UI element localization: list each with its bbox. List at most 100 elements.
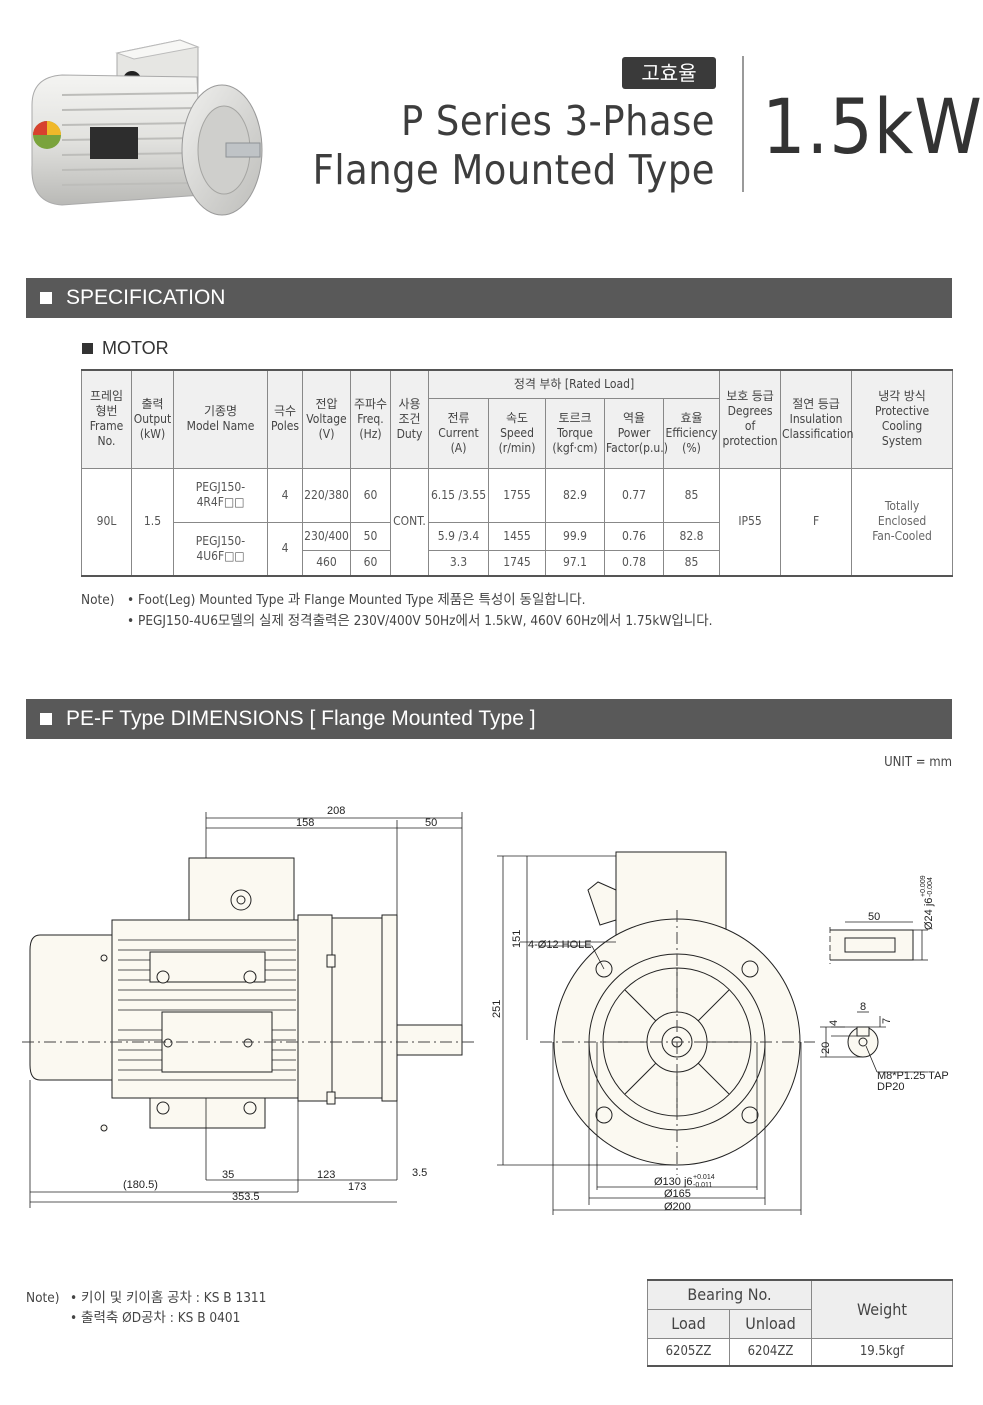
specification-section-bar: SPECIFICATION (26, 278, 952, 318)
dim-3-5: 3.5 (412, 1167, 427, 1179)
cell-torque: 82.9 (545, 467, 605, 523)
note-item: • Foot(Leg) Mounted Type 과 Flange Mounte… (127, 592, 586, 608)
cell-insulation: F (780, 467, 853, 577)
title-series: P Series 3-Phase (400, 97, 715, 145)
cell-model-4u6: PEGJ150-4U6F□□ (173, 521, 268, 577)
cell-freq: 60 (350, 549, 391, 577)
cell-speed: 1745 (488, 549, 546, 577)
cell-freq: 50 (350, 521, 391, 551)
cell-voltage: 220/380 (302, 467, 351, 523)
dim-158: 158 (296, 817, 314, 829)
power-rating: 1.5kW (762, 82, 983, 171)
dim-50: 50 (425, 817, 437, 829)
cell-current: 5.9 /3.4 (428, 521, 489, 551)
th-unload: Unload (728, 1308, 813, 1339)
cell-poles: 4 (267, 521, 303, 577)
tolerance-notes: Note) • 키이 및 키이홈 공차 : KS B 1311 • 출력축 ØD공… (26, 1288, 266, 1328)
header-divider (742, 56, 744, 192)
cell-pf: 0.77 (604, 467, 664, 523)
dim-123: 123 (317, 1169, 335, 1181)
cell-eff: 85 (662, 467, 721, 523)
th-rated-load: 정격 부하 [Rated Load] (427, 369, 721, 399)
dim-hole: 4-Ø12 HOLE (528, 939, 592, 951)
cell-output: 1.5 (131, 467, 174, 577)
title-type: Flange Mounted Type (312, 146, 715, 194)
shaft-detail (830, 929, 914, 1058)
note-label: Note) (81, 592, 115, 608)
high-efficiency-badge: 고효율 (622, 57, 716, 89)
dim-35: 35 (222, 1169, 234, 1181)
motor-product-photo (31, 39, 263, 216)
shaft-tol-low: -0.004 (927, 877, 934, 897)
bearing-table: Bearing No. Weight Load Unload 6205ZZ 62… (646, 1279, 954, 1367)
cell-pf: 0.78 (604, 549, 664, 577)
th-load: Load (647, 1308, 730, 1339)
spec-notes: Note) • Foot(Leg) Mounted Type 과 Flange M… (81, 590, 713, 632)
cell-voltage: 230/400 (302, 521, 351, 551)
shaft-tol-up: +0.009 (920, 875, 927, 897)
dim-173: 173 (348, 1181, 366, 1193)
dim-130-tol-up: +0.014 (693, 1174, 715, 1181)
dim-151: 151 (511, 930, 523, 948)
dim-130-tol-low: -0.011 (693, 1182, 712, 1189)
cell-load-bearing: 6205ZZ (647, 1337, 730, 1367)
cell-unload-bearing: 6204ZZ (728, 1337, 813, 1367)
cell-pf: 0.76 (604, 521, 664, 551)
cell-torque: 97.1 (545, 549, 605, 577)
key-4: 4 (828, 1020, 840, 1026)
dim-353-5: 353.5 (232, 1191, 260, 1203)
cell-freq: 60 (350, 467, 391, 523)
note-item: • PEGJ150-4U6모델의 실제 정격출력은 230V/400V 50Hz… (127, 613, 713, 629)
cell-speed: 1455 (488, 521, 546, 551)
cell-current: 3.3 (428, 549, 489, 577)
th-weight: Weight (811, 1279, 954, 1339)
unit-label: UNIT = mm (884, 755, 952, 770)
cell-speed: 1755 (488, 467, 546, 523)
shaft-dia: Ø24 j6 (923, 898, 935, 930)
cell-voltage: 460 (302, 549, 351, 577)
cell-poles: 4 (267, 467, 303, 523)
dim-165: Ø165 (664, 1188, 691, 1200)
key-width: 8 (860, 1001, 866, 1013)
cell-eff: 82.8 (662, 521, 721, 551)
tap-spec: M8*P1.25 TAP (877, 1070, 949, 1082)
shaft-len: 50 (868, 911, 880, 923)
dim-251: 251 (491, 1000, 503, 1018)
cell-model-4r4: PEGJ150-4R4F□□ (173, 467, 268, 523)
cell-protection: IP55 (719, 467, 782, 577)
motor-subheading: MOTOR (82, 338, 169, 359)
dim-200: Ø200 (664, 1201, 691, 1213)
note-item: • 키이 및 키이홈 공차 : KS B 1311 (70, 1290, 267, 1306)
key-depth: 7 (881, 1018, 893, 1024)
note-item: • 출력축 ØD공차 : KS B 0401 (70, 1310, 241, 1326)
note-label: Note) (26, 1290, 60, 1306)
cell-current: 6.15 /3.55 (428, 467, 489, 523)
cell-frame: 90L (81, 467, 132, 577)
dimension-drawing: 208 158 50 35 123 3.5 (180.5) 173 353.5 (22, 805, 949, 1215)
th-bearing: Bearing No. (646, 1279, 813, 1310)
dim-130: Ø130 j6 (654, 1176, 693, 1188)
cell-torque: 99.9 (545, 521, 605, 551)
cell-weight: 19.5kgf (811, 1337, 954, 1367)
cell-duty: CONT. (390, 467, 429, 577)
tap-depth: DP20 (877, 1081, 905, 1093)
cell-eff: 85 (662, 549, 721, 577)
dim-208: 208 (327, 805, 345, 817)
dim-180-5: (180.5) (123, 1179, 158, 1191)
